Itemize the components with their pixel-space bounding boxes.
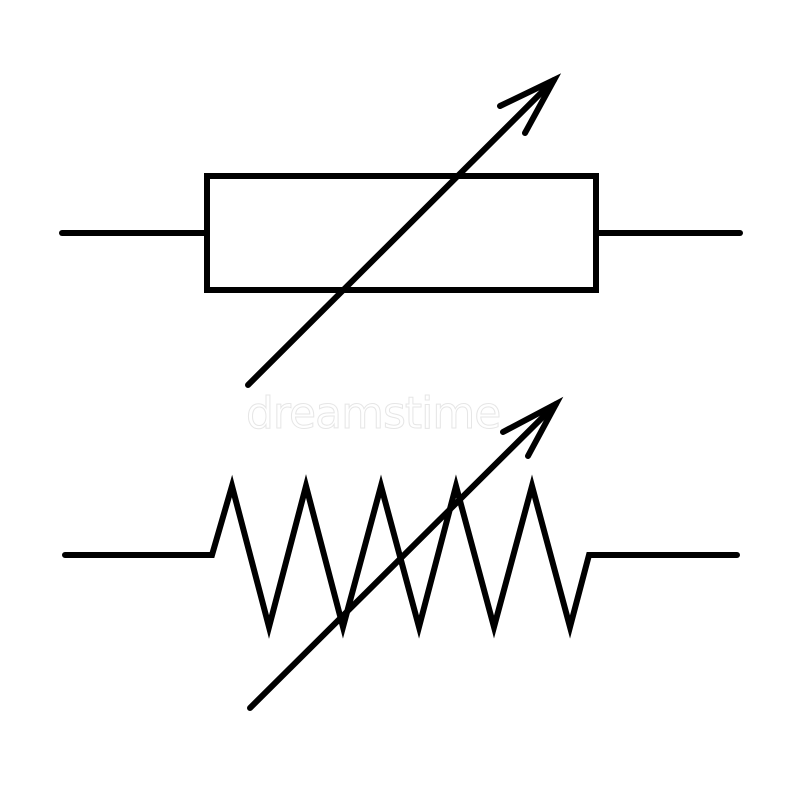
variable-resistor-iec [59,73,743,388]
variable-arrow-shaft [245,77,557,388]
arrow-head-icon [497,73,562,136]
variable-arrow-shaft [247,401,559,711]
watermark: dreamstime [245,388,501,440]
arrow-head-icon [500,396,564,459]
variable-resistor-ansi [62,396,740,711]
